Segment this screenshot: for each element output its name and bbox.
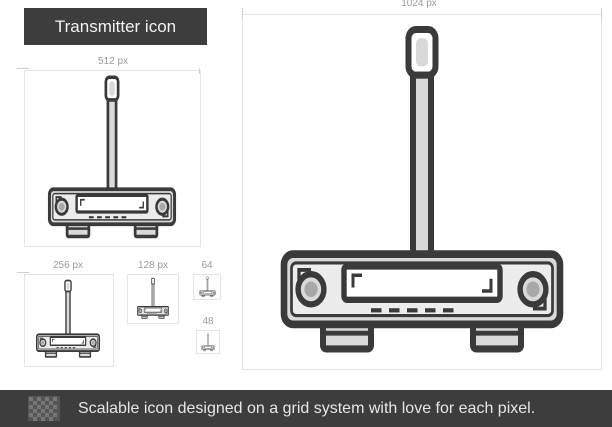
- size-label-64: 64: [201, 260, 213, 271]
- grid-pattern-icon: [28, 396, 60, 421]
- frame-1024: [242, 14, 602, 370]
- size-label-48: 48: [202, 316, 214, 327]
- size-label-1024: 1024 px: [401, 0, 437, 9]
- tick-512-left: [17, 68, 29, 69]
- transmitter-icon-48: [201, 333, 215, 352]
- tick-1024-left: [242, 8, 243, 20]
- tick-1024-right: [601, 8, 602, 20]
- footer-bar: Scalable icon designed on a grid system …: [0, 390, 612, 427]
- frame-48: [196, 330, 220, 354]
- frame-256: [24, 274, 114, 367]
- page-title: Transmitter icon: [24, 8, 207, 45]
- tick-256-left: [17, 272, 29, 273]
- size-label-128: 128 px: [137, 260, 169, 271]
- size-label-512: 512 px: [97, 56, 129, 67]
- frame-512: [24, 70, 201, 247]
- tick-512-right: [199, 68, 200, 74]
- transmitter-icon-256: [34, 278, 102, 362]
- footer-text: Scalable icon designed on a grid system …: [78, 400, 536, 417]
- transmitter-icon-64: [199, 276, 216, 298]
- transmitter-icon-1024: [272, 19, 572, 370]
- transmitter-icon-128: [136, 277, 170, 321]
- transmitter-icon-512: [44, 72, 180, 247]
- size-label-256: 256 px: [52, 260, 84, 271]
- frame-64: [193, 274, 221, 300]
- frame-128: [127, 274, 179, 324]
